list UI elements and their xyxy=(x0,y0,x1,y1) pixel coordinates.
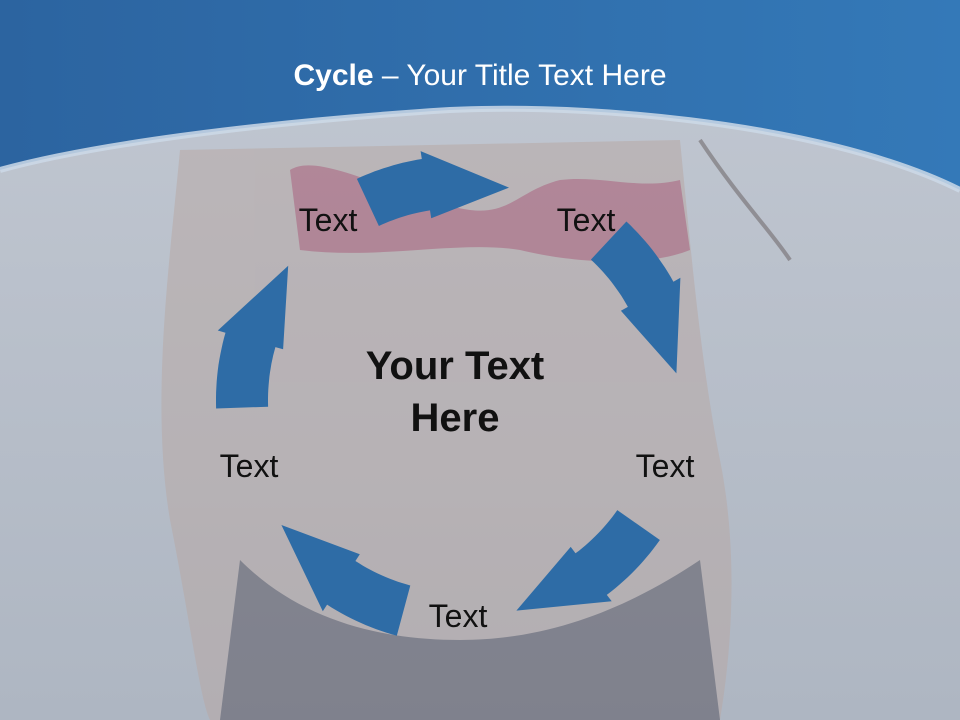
cycle-node-label: Text xyxy=(556,202,616,238)
cycle-arrow xyxy=(281,525,411,636)
slide-title: Cycle – Your Title Text Here xyxy=(0,56,960,96)
cycle-node-label: Text xyxy=(219,448,279,484)
header-band xyxy=(0,0,960,190)
center-text-line1: Your Text xyxy=(365,344,545,388)
center-text-line2: Here xyxy=(410,396,500,440)
cycle-arrow xyxy=(516,510,660,611)
title-rest: – Your Title Text Here xyxy=(373,59,667,92)
cycle-node-label: Text xyxy=(298,202,358,238)
cycle-arrow xyxy=(216,265,289,409)
title-bold: Cycle xyxy=(293,59,374,92)
cycle-arrow xyxy=(356,151,509,226)
cycle-arrows xyxy=(216,151,681,636)
cycle-node-label: Text xyxy=(635,448,695,484)
cycle-node-label: Text xyxy=(428,598,488,634)
cycle-arrow xyxy=(590,221,681,374)
center-text: Your Text Here xyxy=(320,340,590,444)
